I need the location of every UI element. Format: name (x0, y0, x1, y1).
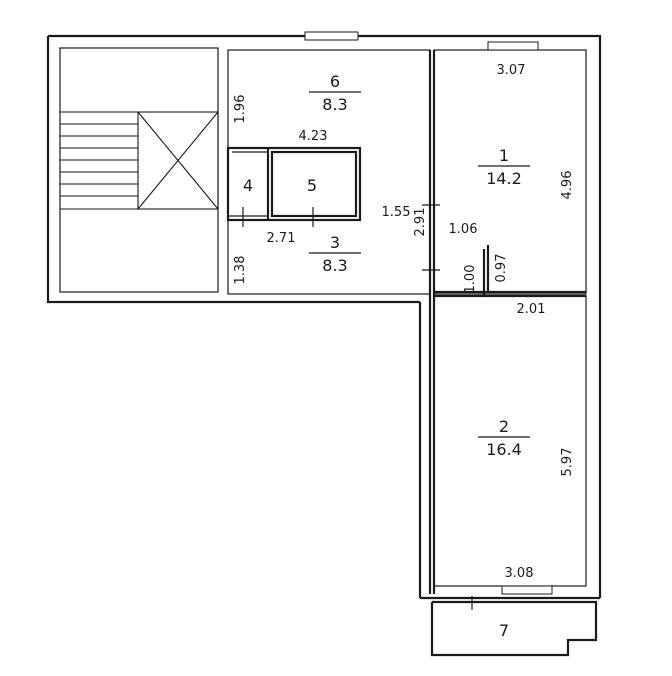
dim-room1-top: 3.07 (497, 63, 526, 78)
dim-room2-bottom: 3.08 (505, 566, 534, 581)
room-6-label: 6 8.3 (309, 72, 361, 114)
room-3-number: 3 (330, 233, 340, 252)
dim-room3-top: 2.71 (267, 231, 296, 246)
dim-room6-bottom: 4.23 (299, 129, 328, 144)
dim-room1-side: 4.96 (560, 171, 575, 200)
dim-room6-left: 1.96 (233, 95, 248, 124)
room-6-number: 6 (330, 72, 340, 91)
window-room1 (487, 41, 539, 51)
room-2-label: 2 16.4 (478, 417, 530, 459)
interior-walls (226, 49, 587, 594)
room-6-area: 8.3 (322, 95, 347, 114)
room-1-label: 1 14.2 (478, 146, 530, 188)
dim-room2-top: 2.01 (517, 302, 546, 317)
room-2-number: 2 (499, 417, 509, 436)
room-7-number: 7 (499, 621, 509, 640)
room-1-area: 14.2 (486, 169, 522, 188)
window-room2 (501, 585, 553, 595)
windows (304, 31, 553, 595)
dim-room3-left: 1.38 (233, 256, 248, 285)
dim-room1-bottom: 1.06 (449, 222, 478, 237)
room-2-area: 16.4 (486, 440, 522, 459)
dimension-labels: 3.07 4.96 1.06 2.01 5.97 3.08 1.96 4.23 … (233, 63, 575, 581)
room-5-number: 5 (307, 176, 317, 195)
balcony (430, 596, 598, 657)
dim-corridor-c: 1.00 (463, 265, 478, 294)
stairwell (59, 47, 219, 293)
outer-walls (46, 34, 602, 600)
dim-corridor-b: 0.97 (494, 254, 509, 283)
room-1-number: 1 (499, 146, 509, 165)
window-room6 (304, 31, 359, 41)
dim-room3-right: 1.55 (382, 205, 411, 220)
room-4-number: 4 (243, 176, 253, 195)
door-markers (242, 204, 440, 271)
room-3-label: 3 8.3 (309, 233, 361, 275)
dim-corridor-a: 2.91 (413, 208, 428, 237)
room-3-area: 8.3 (322, 256, 347, 275)
dim-room2-side: 5.97 (560, 448, 575, 477)
